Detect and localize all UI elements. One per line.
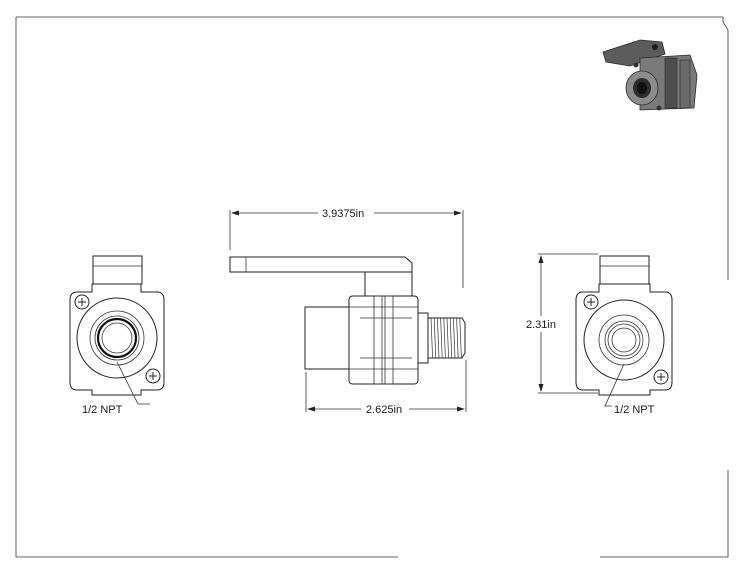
thread-lines (430, 317, 462, 359)
screw-icon (583, 294, 599, 310)
thread-line (446, 317, 449, 359)
thread-line (437, 317, 440, 359)
screw-icon (653, 369, 669, 385)
thread-line (459, 317, 462, 359)
right-end-view: 1/2 NPT 2.31in (526, 253, 673, 416)
thread-line (440, 317, 443, 359)
thread-line (430, 317, 433, 359)
height-dimension: 2.31in (526, 319, 556, 331)
screw-icon (74, 294, 90, 310)
right-port-callout: 1/2 NPT (614, 404, 655, 416)
left-end-view: 1/2 NPT (69, 255, 165, 416)
thread-line (449, 317, 453, 359)
front-view: 3.9375in 2.625in (229, 208, 467, 416)
valve-3d-render-icon (602, 39, 698, 111)
sheet-border (15, 16, 729, 558)
thread-line (433, 317, 437, 359)
thread-line (453, 317, 456, 359)
left-port-callout: 1/2 NPT (82, 404, 123, 416)
thread-line (443, 317, 446, 359)
body-length-dimension: 2.625in (366, 404, 402, 416)
thread-line (456, 317, 459, 359)
screw-icon (145, 368, 161, 384)
overall-length-dimension: 3.9375in (322, 208, 364, 220)
